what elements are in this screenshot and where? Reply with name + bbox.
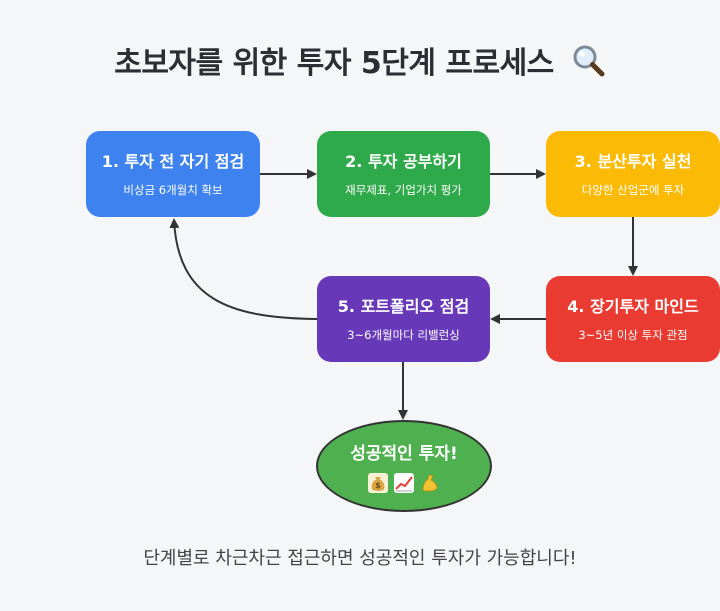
step-1-subtitle: 비상금 6개월치 확보 — [123, 182, 223, 197]
page-title: 초보자를 위한 투자 5단계 프로세스 — [0, 38, 720, 86]
chart-up-icon — [394, 472, 414, 493]
goal-ellipse: 성공적인 투자! $ — [316, 420, 492, 512]
goal-title: 성공적인 투자! — [350, 443, 458, 464]
step-4-subtitle: 3~5년 이상 투자 관점 — [578, 327, 688, 342]
magnifier-icon — [572, 44, 606, 86]
money-bag-icon: $ — [368, 472, 388, 493]
goal-icons: $ — [367, 472, 441, 494]
step-2-box: 2. 투자 공부하기 재무제표, 기업가치 평가 — [317, 131, 490, 217]
step-2-title: 2. 투자 공부하기 — [345, 151, 462, 171]
step-3-subtitle: 다양한 산업군에 투자 — [581, 182, 685, 197]
step-3-title: 3. 분산투자 실천 — [574, 151, 692, 171]
flexed-arm-icon — [422, 474, 438, 491]
step-1-box: 1. 투자 전 자기 점검 비상금 6개월치 확보 — [86, 131, 260, 217]
step-4-box: 4. 장기투자 마인드 3~5년 이상 투자 관점 — [546, 276, 720, 362]
svg-text:$: $ — [375, 481, 381, 490]
step-4-title: 4. 장기투자 마인드 — [567, 296, 699, 316]
step-3-box: 3. 분산투자 실천 다양한 산업군에 투자 — [546, 131, 720, 217]
title-text: 초보자를 위한 투자 5단계 프로세스 — [114, 46, 554, 81]
step-5-box: 5. 포트폴리오 점검 3~6개월마다 리밸런싱 — [317, 276, 490, 362]
footer-text: 단계별로 차근차근 접근하면 성공적인 투자가 가능합니다! — [143, 548, 577, 569]
arrow-5-to-1 — [169, 218, 318, 320]
step-1-title: 1. 투자 전 자기 점검 — [101, 151, 245, 171]
step-2-subtitle: 재무제표, 기업가치 평가 — [345, 182, 462, 197]
step-5-title: 5. 포트폴리오 점검 — [337, 296, 470, 316]
step-5-subtitle: 3~6개월마다 리밸런싱 — [347, 327, 460, 342]
